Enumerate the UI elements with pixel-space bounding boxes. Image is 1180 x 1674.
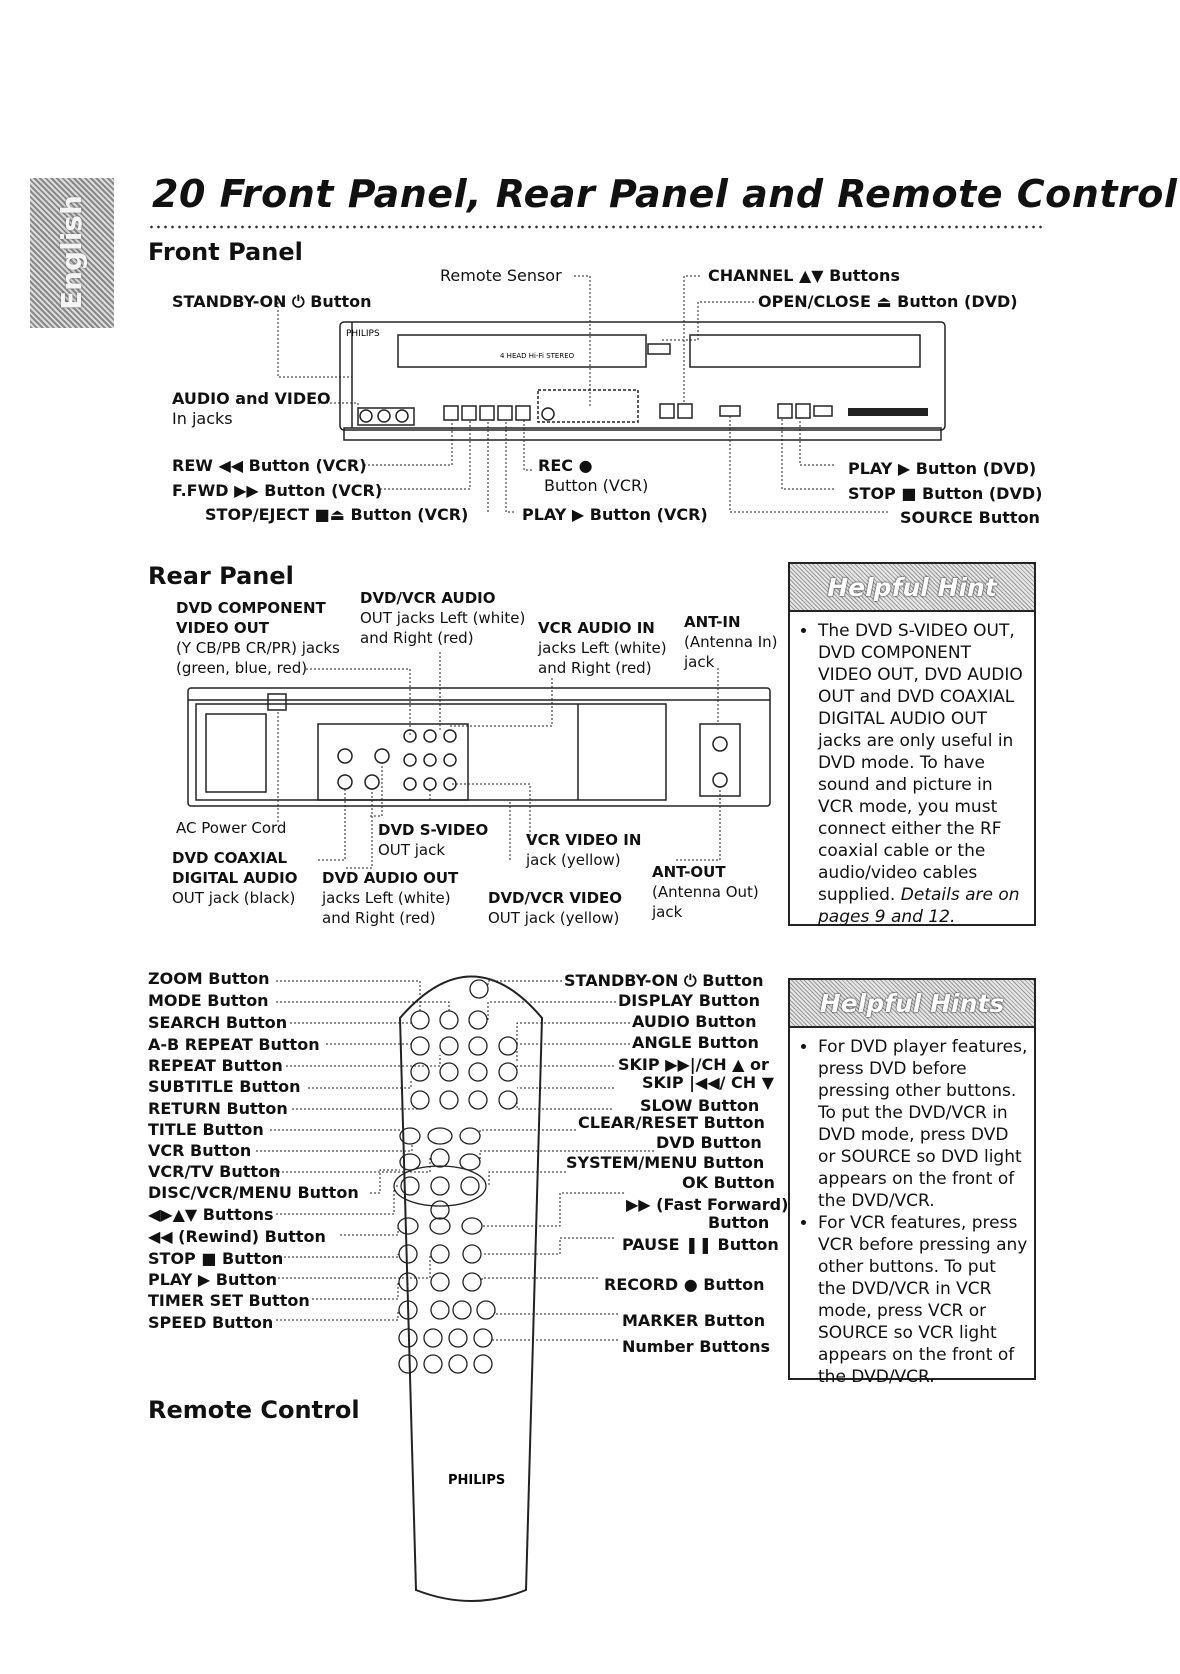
label-vcr: VCR Button (148, 1140, 251, 1161)
label-ab-repeat: A-B REPEAT Button (148, 1034, 320, 1055)
label-vcr-tv: VCR/TV Button (148, 1161, 280, 1182)
label-pause: PAUSE ❚❚ Button (622, 1234, 779, 1255)
remote-control-heading: Remote Control (148, 1396, 360, 1424)
label-standby-on: STANDBY-ON ⏻ Button (564, 970, 764, 991)
label-audio: AUDIO Button (632, 1011, 757, 1032)
label-title: TITLE Button (148, 1119, 264, 1140)
label-angle: ANGLE Button (632, 1032, 759, 1053)
label-disc-vcr-menu: DISC/VCR/MENU Button (148, 1182, 359, 1203)
label-dvd: DVD Button (656, 1132, 762, 1153)
label-search: SEARCH Button (148, 1012, 287, 1033)
label-speed: SPEED Button (148, 1312, 273, 1333)
label-zoom: ZOOM Button (148, 968, 270, 989)
label-mode: MODE Button (148, 990, 269, 1011)
label-subtitle: SUBTITLE Button (148, 1076, 300, 1097)
label-record: RECORD ● Button (604, 1274, 765, 1295)
remote-brand: PHILIPS (448, 1473, 505, 1488)
label-play: PLAY ▶ Button (148, 1269, 277, 1290)
label-arrow-buttons: ◀▶▲▼ Buttons (148, 1204, 274, 1225)
label-clear-reset: CLEAR/RESET Button (578, 1112, 765, 1133)
label-number-buttons: Number Buttons (622, 1336, 770, 1357)
label-return: RETURN Button (148, 1098, 288, 1119)
label-ok: OK Button (682, 1172, 775, 1193)
label-fast-forward-button: Button (708, 1212, 769, 1233)
label-system-menu: SYSTEM/MENU Button (566, 1152, 764, 1173)
label-display: DISPLAY Button (618, 990, 760, 1011)
label-timer-set: TIMER SET Button (148, 1290, 310, 1311)
label-marker: MARKER Button (622, 1310, 765, 1331)
label-stop: STOP ■ Button (148, 1248, 283, 1269)
remote-body (400, 977, 542, 1602)
label-repeat: REPEAT Button (148, 1055, 283, 1076)
label-rewind: ◀◀ (Rewind) Button (148, 1226, 326, 1247)
label-skip-down: SKIP |◀◀/ CH ▼ (642, 1072, 774, 1093)
